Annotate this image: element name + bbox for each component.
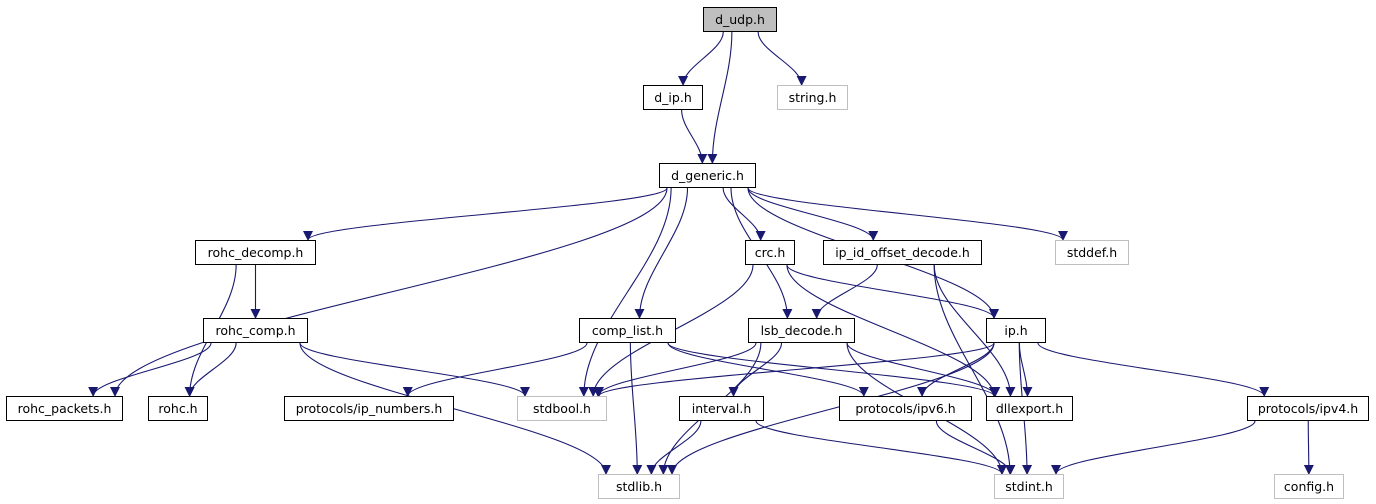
edge-rohc-comp-to-stdbool xyxy=(299,342,530,397)
node-ipv6[interactable]: protocols/ipv6.h xyxy=(839,396,972,421)
edge-crc-to-dllexport xyxy=(786,264,999,397)
node-d-ip[interactable]: d_ip.h xyxy=(643,85,703,110)
edge-d-ip-to-d-generic xyxy=(681,109,708,164)
edge-rohc-comp-to-rohc-packets xyxy=(88,342,212,397)
edge-ipv6-to-stdint xyxy=(935,420,1016,475)
edge-d-generic-to-rohc-packets xyxy=(110,187,668,397)
edge-comp-list-to-ip-numbers xyxy=(402,342,588,397)
edge-ip-id-offset-decode-to-lsb-decode xyxy=(811,264,878,319)
edge-interval-to-stdlib xyxy=(646,420,702,475)
edge-ip-to-ipv4 xyxy=(1037,342,1270,397)
edge-lsb-decode-to-interval xyxy=(728,342,783,397)
node-config: config.h xyxy=(1274,474,1344,499)
node-stddef: stddef.h xyxy=(1055,240,1129,265)
node-rohc-packets[interactable]: rohc_packets.h xyxy=(6,396,123,421)
edge-ipv4-to-stdint xyxy=(1051,420,1256,475)
node-d-generic[interactable]: d_generic.h xyxy=(659,163,756,188)
node-ip-id-offset-decode[interactable]: ip_id_offset_decode.h xyxy=(823,240,982,265)
edge-comp-list-to-stdlib xyxy=(629,342,643,475)
edge-crc-to-ip xyxy=(786,264,999,319)
edge-d-udp-to-d-ip xyxy=(678,31,724,86)
edge-lsb-decode-to-stdbool xyxy=(593,342,757,397)
edge-interval-to-stdint xyxy=(755,420,1007,475)
edge-d-udp-to-string xyxy=(757,31,807,86)
edge-comp-list-to-dllexport xyxy=(667,342,999,397)
edge-ip-to-ipv6 xyxy=(917,342,995,397)
node-comp-list[interactable]: comp_list.h xyxy=(579,318,676,343)
node-lsb-decode[interactable]: lsb_decode.h xyxy=(748,318,855,343)
edge-d-generic-to-stdbool xyxy=(578,187,672,397)
node-ip[interactable]: ip.h xyxy=(986,318,1046,343)
node-rohc-comp[interactable]: rohc_comp.h xyxy=(203,318,308,343)
edge-rohc-comp-to-rohc xyxy=(184,342,237,397)
node-stdint: stdint.h xyxy=(994,474,1064,499)
edge-lsb-decode-to-dllexport xyxy=(846,342,1001,397)
node-ip-numbers[interactable]: protocols/ip_numbers.h xyxy=(284,396,454,421)
node-rohc-decomp[interactable]: rohc_decomp.h xyxy=(195,240,316,265)
edge-ip-to-stdbool xyxy=(594,342,995,397)
node-stdbool: stdbool.h xyxy=(517,396,607,421)
edge-d-generic-to-comp-list xyxy=(634,187,689,319)
node-crc[interactable]: crc.h xyxy=(745,240,795,265)
node-ipv4[interactable]: protocols/ipv4.h xyxy=(1247,396,1369,421)
edge-ipv4-to-config xyxy=(1303,420,1314,475)
edge-d-udp-to-d-generic xyxy=(707,31,733,164)
node-string: string.h xyxy=(777,85,848,110)
edge-d-generic-to-rohc-decomp xyxy=(303,187,668,241)
edge-ip-id-offset-decode-to-dllexport xyxy=(933,264,1016,397)
edge-d-generic-to-stddef xyxy=(747,187,1068,241)
edge-d-generic-to-ip-id-offset-decode xyxy=(747,187,879,241)
node-stdlib: stdlib.h xyxy=(598,474,680,499)
node-interval[interactable]: interval.h xyxy=(679,396,764,421)
edge-ip-id-offset-decode-to-stdint xyxy=(933,264,1016,475)
node-rohc[interactable]: rohc.h xyxy=(148,396,208,421)
node-dllexport[interactable]: dllexport.h xyxy=(986,396,1073,421)
edge-d-generic-to-crc xyxy=(722,187,766,241)
edge-ip-to-stdlib xyxy=(667,342,995,475)
node-d-udp[interactable]: d_udp.h xyxy=(703,7,777,32)
edge-comp-list-to-ipv6 xyxy=(667,342,869,397)
